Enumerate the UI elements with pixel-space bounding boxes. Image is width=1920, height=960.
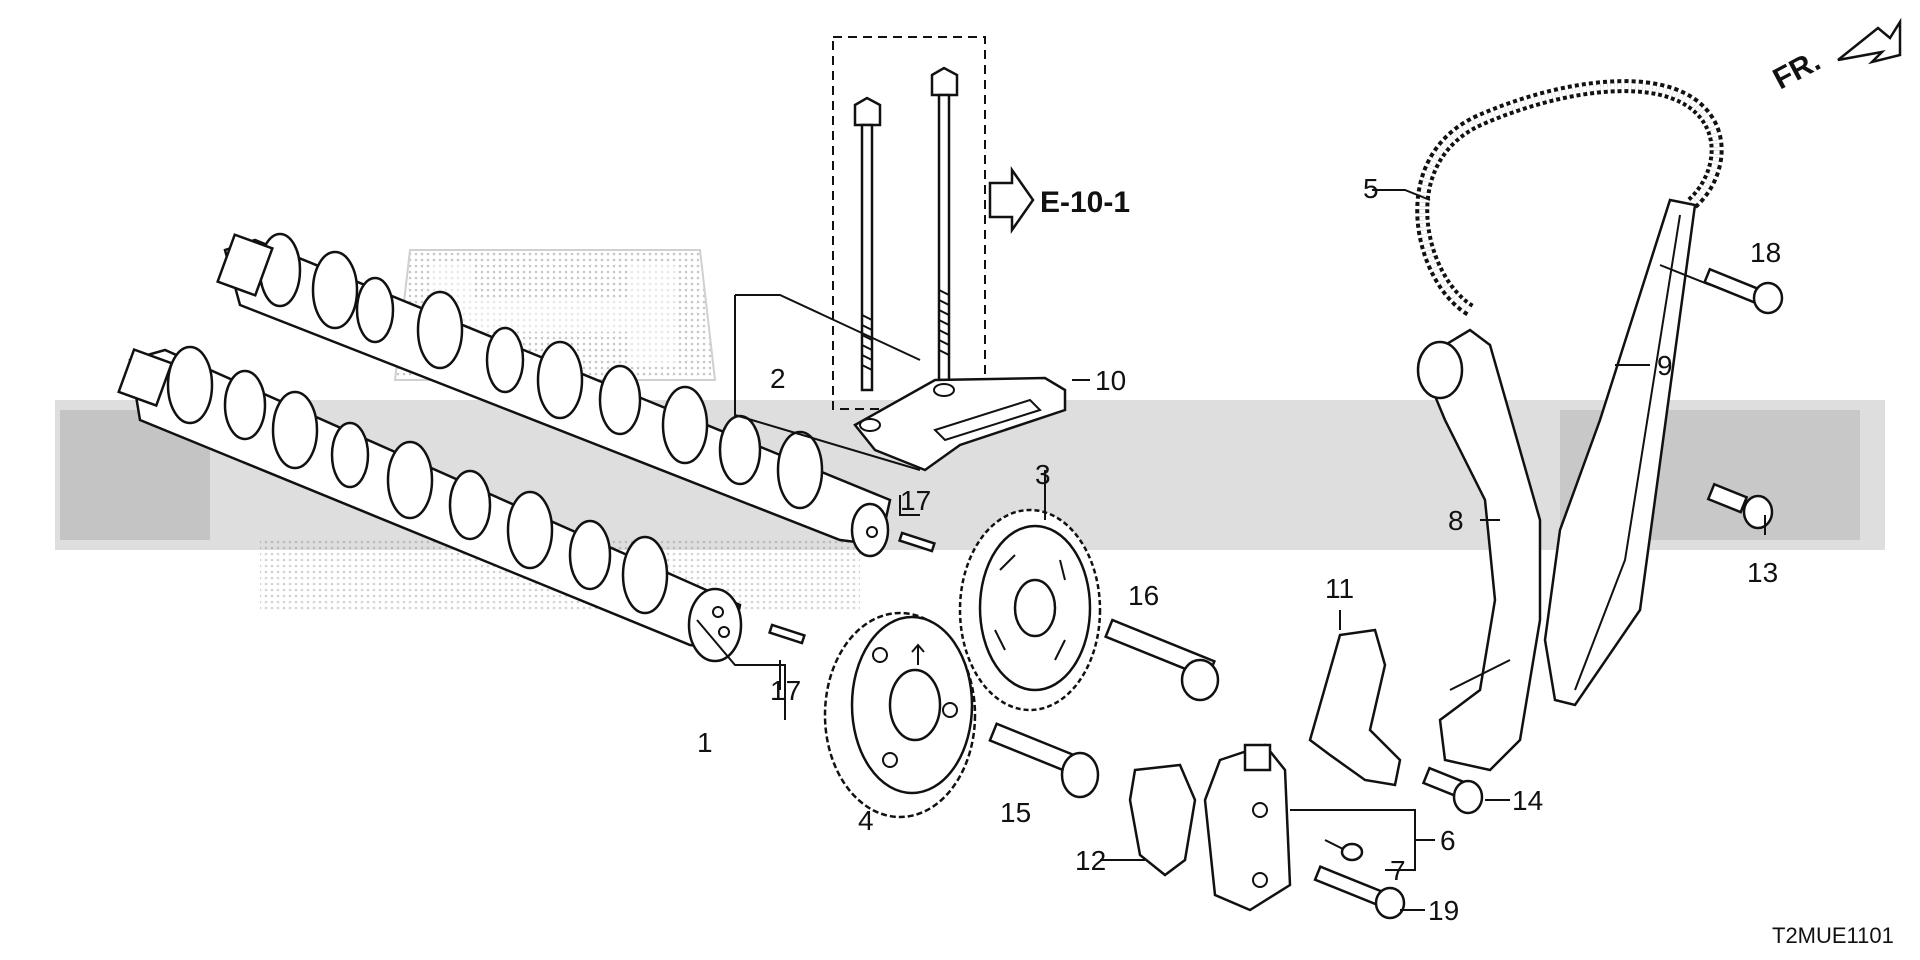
bolt-16 [1104, 618, 1220, 702]
callout-19[interactable]: 19 [1428, 895, 1459, 926]
reference-label[interactable]: E-10-1 [1040, 186, 1130, 219]
callout-2[interactable]: 2 [770, 363, 786, 394]
reference-arrow-icon [988, 166, 1035, 234]
callout-6[interactable]: 6 [1440, 825, 1456, 856]
callout-9[interactable]: 9 [1657, 350, 1673, 381]
long-bolt-right [930, 66, 959, 382]
callout-10[interactable]: 10 [1095, 365, 1126, 396]
cam-sprocket [958, 508, 1102, 712]
bolt-15 [988, 722, 1100, 799]
callout-16[interactable]: 16 [1128, 580, 1159, 611]
bolt-group-dashed-box [832, 36, 986, 410]
callout-15[interactable]: 15 [1000, 797, 1031, 828]
front-direction-arrow-icon [1837, 17, 1902, 65]
camshaft-lower [117, 345, 743, 663]
leader-lines [696, 189, 1766, 911]
callout-14[interactable]: 14 [1512, 785, 1543, 816]
callout-5[interactable]: 5 [1363, 173, 1379, 204]
chain-guide-edge [1574, 214, 1681, 691]
dowel-pin-lower [768, 623, 806, 645]
callout-17-lower[interactable]: 17 [770, 675, 801, 706]
long-bolt-left [853, 96, 882, 392]
bolt-14 [1421, 766, 1484, 815]
callout-7[interactable]: 7 [1390, 855, 1406, 886]
callout-4[interactable]: 4 [858, 805, 874, 836]
tensioner-bracket [1308, 628, 1402, 787]
tensioner-pin [1324, 839, 1364, 862]
callout-1[interactable]: 1 [697, 727, 713, 758]
tensioner-gasket [1128, 763, 1197, 877]
callout-3[interactable]: 3 [1035, 459, 1051, 490]
camshaft-upper [216, 232, 892, 558]
callout-12[interactable]: 12 [1075, 845, 1106, 876]
callout-17-upper[interactable]: 17 [900, 485, 931, 516]
cam-chain-inner [1419, 83, 1720, 313]
chain-tensioner [1203, 743, 1292, 912]
bolt-19 [1313, 865, 1406, 920]
callout-18[interactable]: 18 [1750, 237, 1781, 268]
camshaft-holder-plate [853, 376, 1067, 472]
callout-8[interactable]: 8 [1448, 505, 1464, 536]
vtc-actuator [823, 611, 977, 819]
callout-11[interactable]: 11 [1325, 573, 1354, 604]
tensioner-arm [1416, 328, 1542, 772]
callout-13[interactable]: 13 [1747, 557, 1778, 588]
chain-guide [1543, 198, 1697, 707]
figure-code: T2MUE1101 [1772, 923, 1894, 948]
front-direction-label: FR. [1768, 44, 1826, 96]
bolt-18 [1702, 267, 1784, 315]
dowel-pin-upper [898, 531, 936, 553]
